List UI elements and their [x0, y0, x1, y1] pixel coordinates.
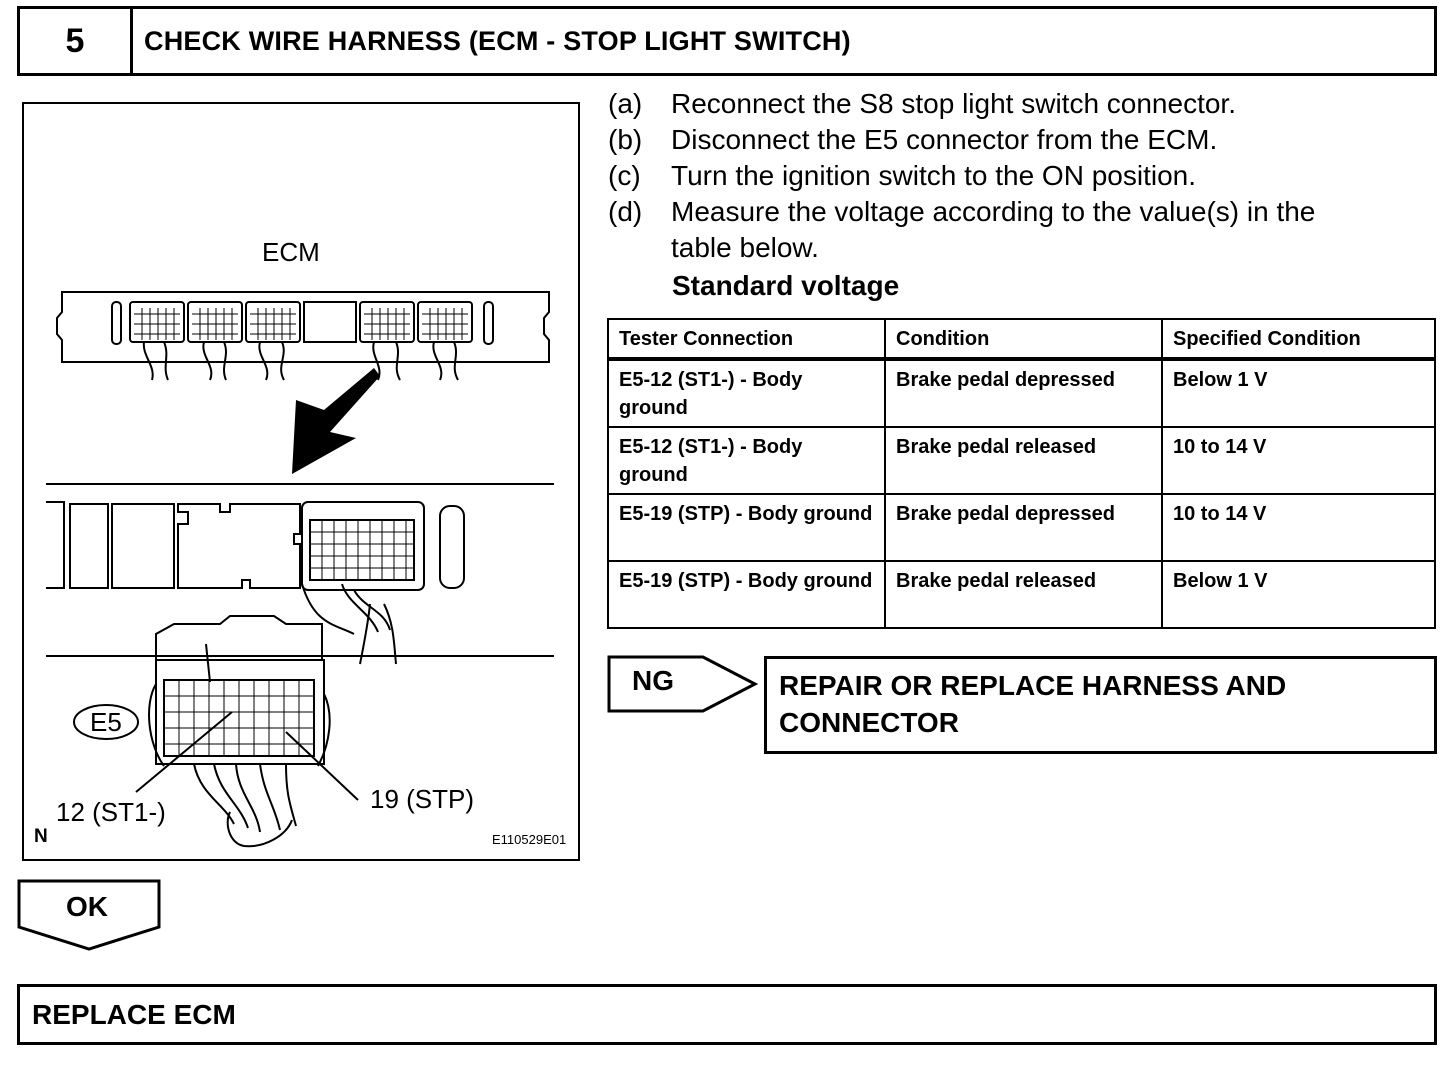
standard-voltage-table: Tester Connection Condition Specified Co…	[607, 318, 1436, 629]
ok-arrow-tag	[17, 879, 161, 951]
ecm-label: ECM	[262, 237, 320, 267]
table-cell: Below 1 V	[1161, 560, 1436, 629]
table-cell: E5-12 (ST1-) - Body ground	[607, 358, 886, 428]
table-cell: E5-19 (STP) - Body ground	[607, 560, 886, 629]
ecm-connector-illustration	[46, 291, 554, 848]
final-result-box: REPLACE ECM	[17, 984, 1437, 1045]
table-cell: Below 1 V	[1161, 358, 1436, 428]
table-cell: 10 to 14 V	[1161, 426, 1436, 495]
table-cell: E5-12 (ST1-) - Body ground	[607, 426, 886, 495]
column-header: Tester Connection	[607, 318, 886, 361]
step-number: 5	[20, 9, 133, 73]
connector-e5-label: E5	[90, 707, 122, 737]
instruction-list: (a) Reconnect the S8 stop light switch c…	[608, 88, 1316, 263]
table-cell: Brake pedal depressed	[884, 358, 1163, 428]
table-cell: Brake pedal depressed	[884, 493, 1163, 562]
figure-code: E110529E01	[492, 832, 567, 847]
ng-result-box: REPAIR OR REPLACE HARNESS AND CONNECTOR	[764, 656, 1437, 754]
column-header: Condition	[884, 318, 1163, 361]
final-result-text: REPLACE ECM	[32, 998, 236, 1030]
table-header-row: Tester Connection Condition Specified Co…	[607, 318, 1436, 361]
table-row: E5-12 (ST1-) - Body ground Brake pedal r…	[607, 426, 1436, 495]
table-cell: E5-19 (STP) - Body ground	[607, 493, 886, 562]
pin-19-label: 19 (STP)	[370, 784, 475, 814]
ng-result-text: REPAIR OR REPLACE HARNESS AND CONNECTOR	[779, 670, 1287, 738]
step-title: CHECK WIRE HARNESS (ECM - STOP LIGHT SWI…	[144, 25, 851, 56]
table-row: E5-12 (ST1-) - Body ground Brake pedal d…	[607, 358, 1436, 428]
table-row: E5-19 (STP) - Body ground Brake pedal de…	[607, 493, 1436, 562]
ng-label: NG	[632, 665, 674, 696]
ng-arrow-tag	[607, 655, 759, 713]
ok-label: OK	[66, 891, 108, 922]
step-header: 5 CHECK WIRE HARNESS (ECM - STOP LIGHT S…	[17, 6, 1437, 76]
standard-voltage-label: Standard voltage	[672, 270, 900, 301]
table-cell: Brake pedal released	[884, 426, 1163, 495]
column-header: Specified Condition	[1161, 318, 1436, 361]
wiring-figure: ECM E5 12 (ST1-) 19 (STP) N E110529E01	[22, 102, 580, 861]
table-cell: 10 to 14 V	[1161, 493, 1436, 562]
pin-12-label: 12 (ST1-)	[56, 797, 166, 827]
view-mark: N	[34, 826, 48, 847]
table-cell: Brake pedal released	[884, 560, 1163, 629]
table-row: E5-19 (STP) - Body ground Brake pedal re…	[607, 560, 1436, 629]
